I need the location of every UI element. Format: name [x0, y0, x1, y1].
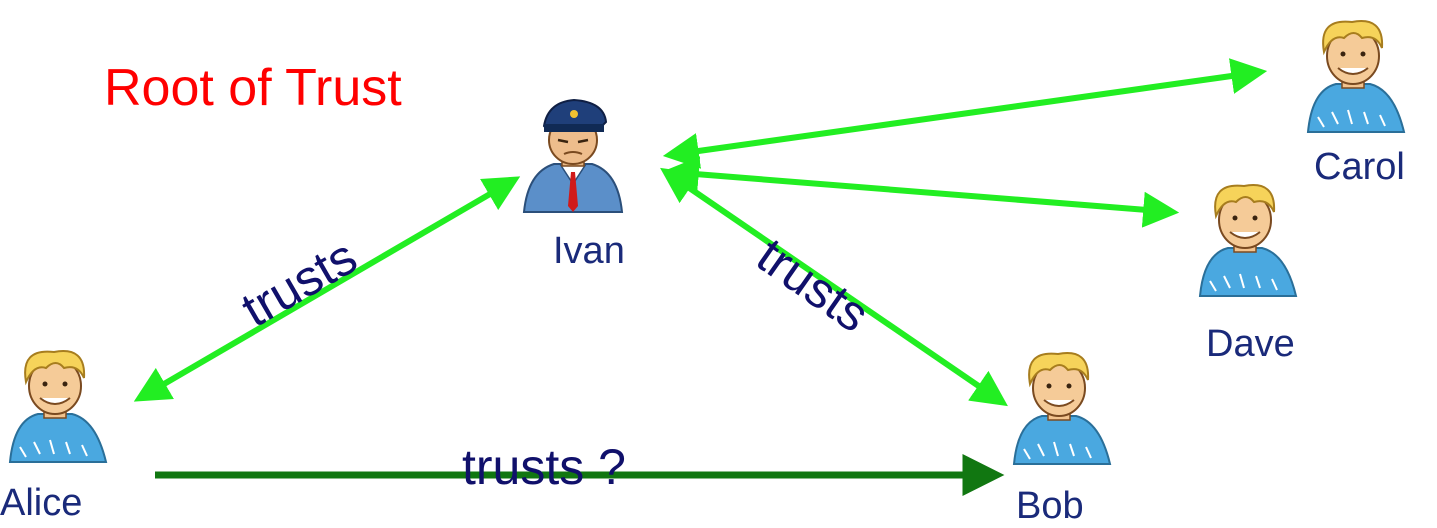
edge-label-alice-bob: trusts ?: [462, 439, 626, 495]
edge-alice-ivan-trust-arrow: [133, 176, 521, 402]
node-label-alice: Alice: [0, 482, 83, 524]
carol-blond-person-icon: [1307, 20, 1405, 134]
root-of-trust-title: Root of Trust: [104, 59, 402, 117]
bob-blond-person-icon: [1013, 352, 1111, 465]
node-label-dave: Dave: [1206, 323, 1295, 365]
node-label-carol: Carol: [1314, 146, 1405, 188]
edge-ivan-carol-trust-arrow: [662, 58, 1268, 169]
dave-blond-person-icon: [1199, 184, 1297, 297]
alice-blond-person-icon: [9, 350, 107, 463]
edge-ivan-bob-trust-arrow: [660, 167, 1008, 407]
node-label-ivan: Ivan: [553, 230, 625, 272]
ivan-police-officer-icon: [522, 98, 624, 214]
edge-ivan-dave-trust-arrow: [662, 156, 1180, 228]
node-label-bob: Bob: [1016, 485, 1084, 527]
